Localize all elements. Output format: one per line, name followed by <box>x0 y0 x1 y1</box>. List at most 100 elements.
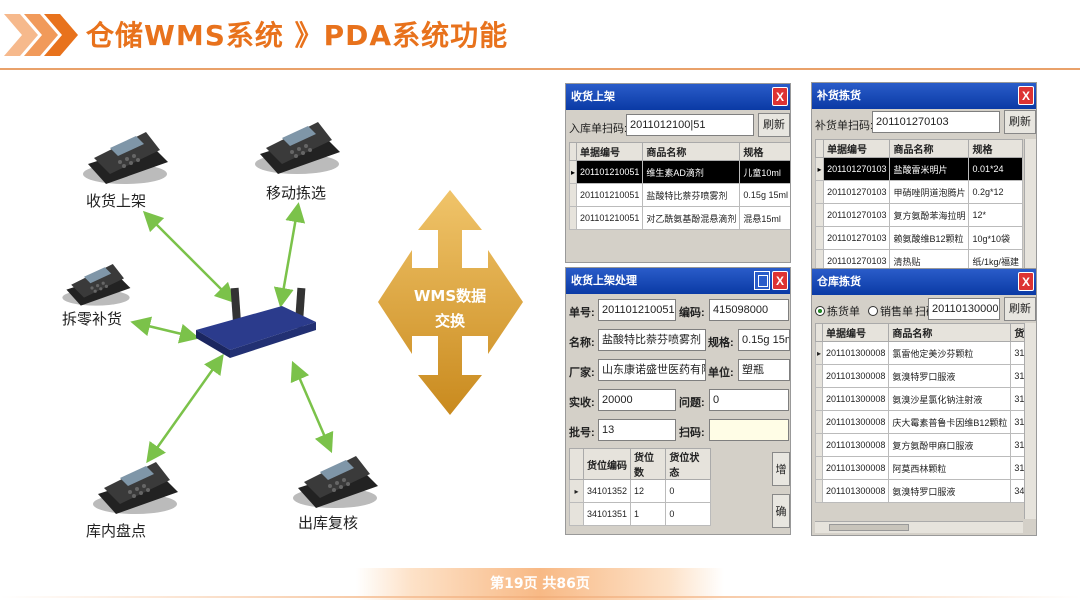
column-header[interactable]: 商品名称 <box>888 323 1012 342</box>
row-header <box>814 180 825 204</box>
data-exchange-arrow <box>378 190 523 415</box>
table-cell: 阿莫西林颗粒 <box>888 456 1012 480</box>
received-field[interactable]: 20000 <box>598 389 676 411</box>
column-header[interactable]: 规格 <box>968 139 1023 158</box>
horizontal-scrollbar[interactable] <box>815 521 1023 533</box>
add-button[interactable]: 增 <box>772 452 790 486</box>
column-header[interactable]: 单据编号 <box>821 323 890 342</box>
confirm-button[interactable]: 确 <box>772 494 790 528</box>
table-cell: 34101352 <box>582 479 632 503</box>
scan-field[interactable] <box>709 419 789 441</box>
table-cell: 0.01*24 <box>968 157 1023 181</box>
table-row[interactable]: 201101300008复方氨酚甲麻口服液3110 <box>815 433 1036 457</box>
code-field[interactable]: 415098000 <box>709 299 789 321</box>
close-button[interactable]: X <box>1018 272 1034 291</box>
column-header[interactable]: 货位编码 <box>582 448 632 480</box>
pda-device-icon <box>255 122 340 174</box>
node-label-review: 出库复核 <box>298 514 359 532</box>
sales-radio[interactable]: 销售单 扫码: <box>868 303 940 319</box>
refresh-button[interactable]: 刷新 <box>1004 297 1036 321</box>
column-header[interactable]: 货位数 <box>630 448 667 480</box>
table-cell: 201101210051 <box>575 183 644 207</box>
close-button[interactable]: X <box>772 271 788 290</box>
table-row[interactable]: ▸201101300008氯雷他定美沙芬颗粒3110 <box>815 341 1036 365</box>
issue-field[interactable]: 0 <box>709 389 789 411</box>
unit-field[interactable]: 塑瓶 <box>738 359 790 381</box>
maker-field[interactable]: 山东康诺盛世医药有限 <box>598 359 706 381</box>
column-header[interactable]: 单据编号 <box>823 139 891 158</box>
table-cell: 混悬15ml <box>739 206 790 230</box>
chevron-icon <box>44 14 78 56</box>
row-header <box>815 387 823 411</box>
name-field[interactable]: 盐酸特比萘芬喷雾剂 <box>598 329 706 351</box>
table-row[interactable]: 201101300008氨溴特罗口服液3444 <box>815 479 1036 503</box>
pda-network-diagram <box>62 122 378 514</box>
radio-unchecked-icon <box>868 306 878 316</box>
table-cell: 氨溴特罗口服液 <box>888 479 1012 503</box>
close-button[interactable]: X <box>1018 86 1034 105</box>
table-cell: 0.2g*12 <box>968 180 1023 204</box>
table-cell: 12* <box>968 203 1023 227</box>
refresh-button[interactable]: 刷新 <box>1004 110 1036 134</box>
code-label: 编码: <box>679 307 705 319</box>
header-divider <box>0 68 1080 70</box>
column-header[interactable]: 商品名称 <box>642 142 741 161</box>
table-cell: 201101300008 <box>821 364 890 388</box>
column-header[interactable]: 商品名称 <box>889 139 970 158</box>
spec-label: 规格: <box>708 337 734 349</box>
page-indicator: 第19页 共86页 <box>490 576 590 592</box>
column-header[interactable]: 货位状态 <box>665 448 711 480</box>
table-row[interactable]: 201101300008氨溴沙星氯化钠注射液3110 <box>815 387 1036 411</box>
row-header <box>815 433 823 457</box>
chevron-icon <box>24 14 58 56</box>
outbound-table: 单据编号商品名称货位▸201101300008氯雷他定美沙芬颗粒31102011… <box>815 323 1036 503</box>
refresh-button[interactable]: 刷新 <box>758 113 790 137</box>
pda-device-icon <box>62 264 131 306</box>
vertical-scrollbar[interactable] <box>1024 139 1036 279</box>
batch-field[interactable]: 13 <box>598 419 676 441</box>
table-cell: 201101210051 <box>575 206 644 230</box>
table-cell: 201101270103 <box>823 180 891 204</box>
scan-input[interactable]: 2011012100|51 <box>626 114 754 136</box>
vertical-scrollbar[interactable] <box>1024 323 1036 519</box>
link-replenish <box>130 316 200 344</box>
column-header[interactable]: 单据编号 <box>575 142 644 161</box>
close-button[interactable]: X <box>772 87 788 106</box>
table-cell: 复方氨酚甲麻口服液 <box>888 433 1012 457</box>
scan-label: 扫码: <box>679 427 705 439</box>
spec-field[interactable]: 0.15g 15ml <box>738 329 790 351</box>
table-cell: 0 <box>665 479 711 503</box>
chevron-icon <box>4 14 38 56</box>
row-header <box>815 364 823 388</box>
maximize-button[interactable] <box>754 271 770 290</box>
radio-checked-icon <box>815 306 825 316</box>
row-header <box>814 226 825 250</box>
unit-label: 单位: <box>708 367 734 379</box>
pick-radio[interactable]: 拣货单 <box>815 303 860 319</box>
table-row[interactable]: 201101300008阿莫西林颗粒3110 <box>815 456 1036 480</box>
table-row[interactable]: 201101300008庆大霉素普鲁卡因维B12颗粒3110 <box>815 410 1036 434</box>
page-footer: 第19页 共86页 <box>356 568 724 600</box>
scan-input[interactable]: 201101300008 <box>928 298 1000 320</box>
scan-input[interactable]: 201101270103 <box>872 111 1000 133</box>
row-header: ▸ <box>569 160 577 184</box>
table-row[interactable]: 201101300008氨溴特罗口服液3110 <box>815 364 1036 388</box>
table-cell: 201101300008 <box>821 410 890 434</box>
column-header[interactable]: 规格 <box>739 142 790 161</box>
doc-no-field[interactable]: 201101210051 <box>598 299 676 321</box>
table-cell: 201101300008 <box>821 341 890 365</box>
row-header: ▸ <box>569 479 584 503</box>
